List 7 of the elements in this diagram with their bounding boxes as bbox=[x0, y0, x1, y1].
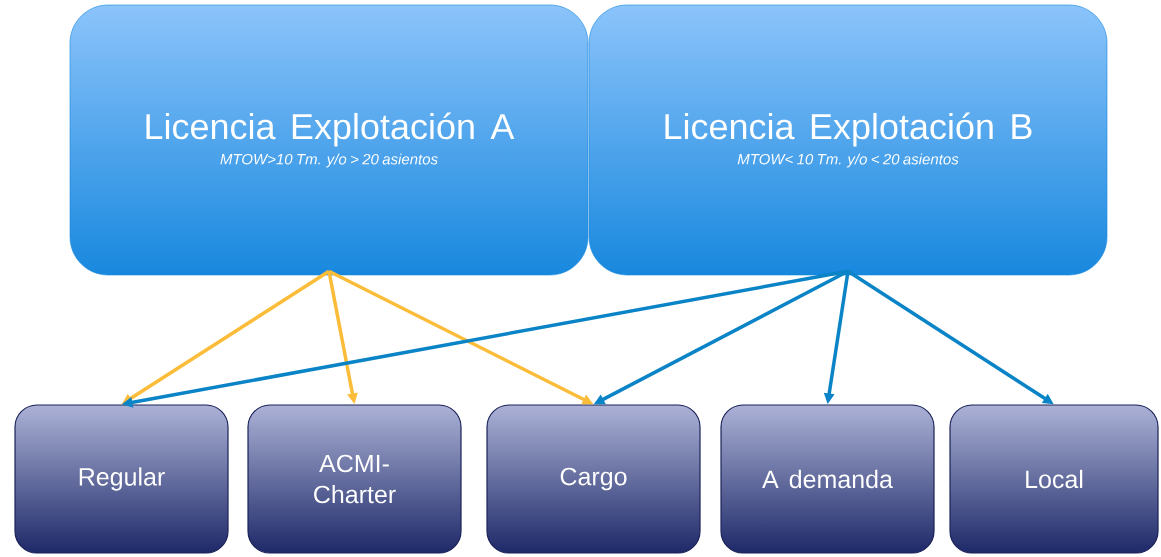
category-box: Regular bbox=[14, 404, 229, 554]
category-box: A demanda bbox=[720, 404, 935, 554]
license-box: Licencia Explotación B MTOW< 10 Tm. y/o < 20 asientos bbox=[588, 4, 1108, 276]
category-box: Cargo bbox=[486, 404, 701, 554]
category-box: Local bbox=[949, 404, 1159, 554]
license-box: Licencia Explotación A MTOW>10 Tm. y/o > 20 asientos bbox=[69, 4, 589, 276]
category-box: ACMI-Charter bbox=[247, 404, 462, 554]
